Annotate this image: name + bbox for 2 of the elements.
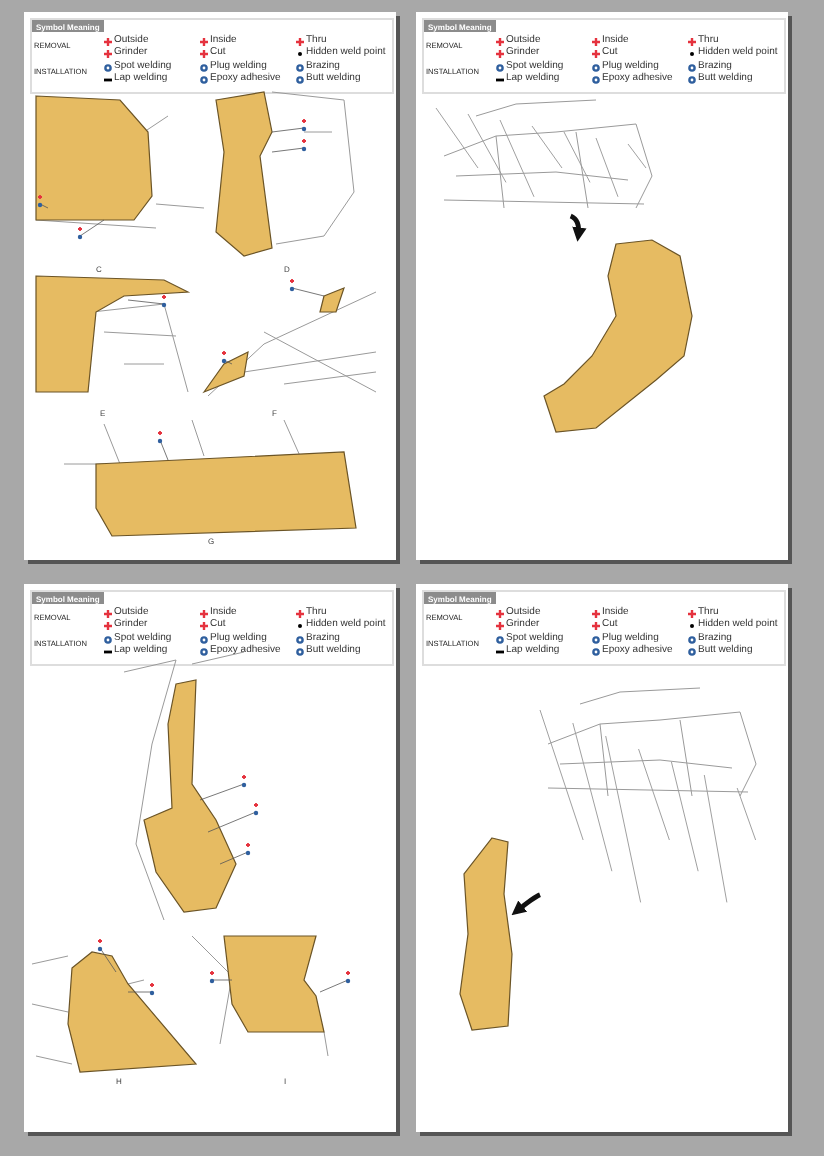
arrow	[511, 892, 542, 916]
arrow	[569, 213, 587, 242]
